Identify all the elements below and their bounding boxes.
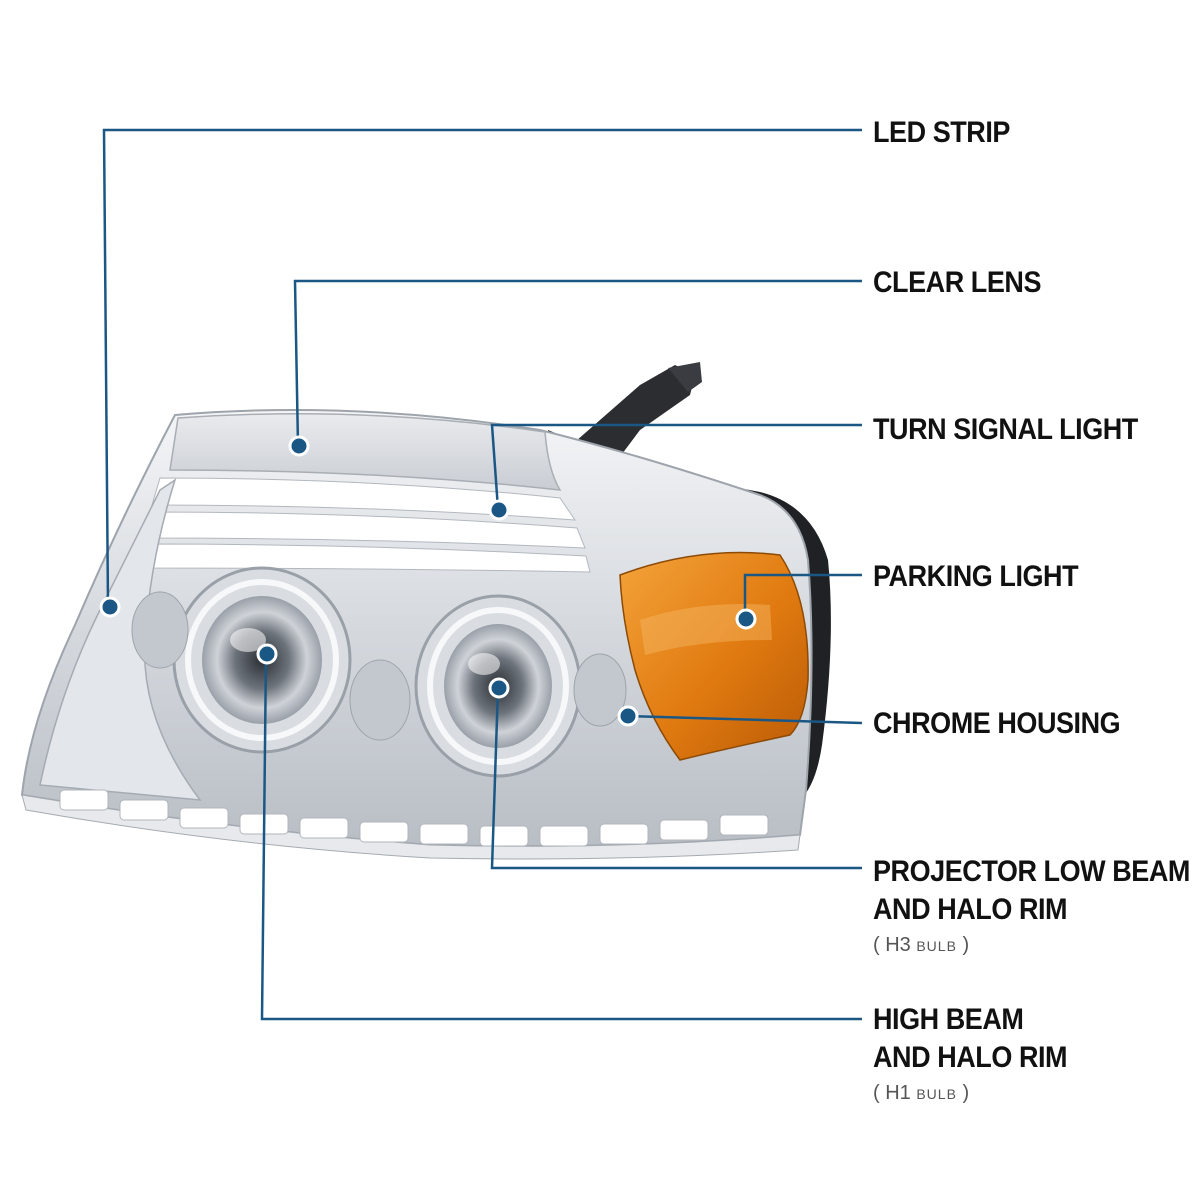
label-h1-bulb: ( H1 BULB ) xyxy=(873,1081,969,1106)
label-parking-light: PARKING LIGHT xyxy=(873,560,1079,593)
h3-bulb-word: BULB xyxy=(916,938,957,954)
h1-bulb-close: ) xyxy=(956,1082,970,1104)
parking-light-dot xyxy=(735,608,757,630)
left-reflector xyxy=(39,478,202,801)
h3-bulb-close: ) xyxy=(956,934,970,956)
chrome-housing-dot xyxy=(617,705,639,727)
label-chrome-housing: CHROME HOUSING xyxy=(873,707,1121,740)
reflector-cups xyxy=(131,591,627,741)
top-clear-lens xyxy=(169,413,562,491)
clear-lens-dot xyxy=(288,435,310,457)
label-projector-low-beam-line2: AND HALO RIM xyxy=(873,893,1068,926)
low-beam-dot xyxy=(488,677,510,699)
led-strip-dot xyxy=(99,596,121,618)
label-high-beam-line2: AND HALO RIM xyxy=(873,1041,1068,1074)
label-projector-low-beam-line1: PROJECTOR LOW BEAM xyxy=(873,855,1190,888)
label-led-strip: LED STRIP xyxy=(873,116,1010,149)
label-h3-bulb: ( H3 BULB ) xyxy=(873,933,969,958)
h3-bulb-type: ( H3 xyxy=(873,934,917,956)
label-turn-signal-light: TURN SIGNAL LIGHT xyxy=(873,413,1138,446)
label-high-beam-line1: HIGH BEAM xyxy=(873,1003,1024,1036)
turn-signal-dot xyxy=(488,499,510,521)
callout-lines xyxy=(102,128,863,1021)
h1-bulb-word: BULB xyxy=(916,1086,957,1102)
turn-signal-bars xyxy=(141,477,591,573)
label-clear-lens: CLEAR LENS xyxy=(873,266,1042,299)
h1-bulb-type: ( H1 xyxy=(873,1082,917,1104)
high-beam-dot xyxy=(256,643,278,665)
callout-dots xyxy=(99,435,757,727)
amber-parking-lens xyxy=(619,551,809,761)
